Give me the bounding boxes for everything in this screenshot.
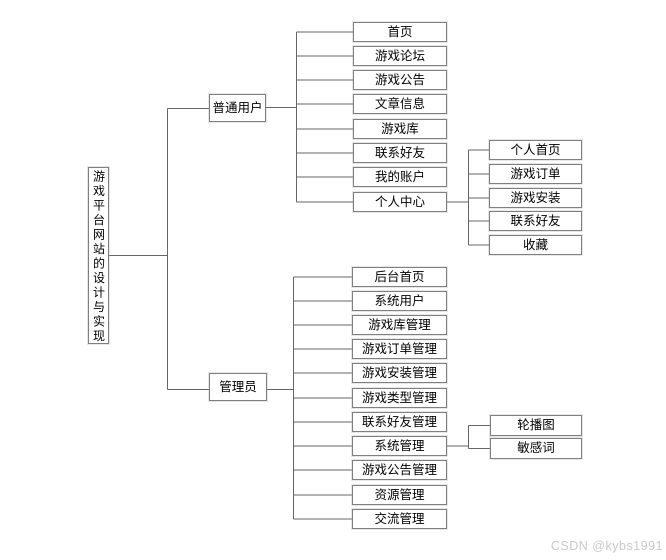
node-personal-home: 个人首页 <box>489 140 582 160</box>
node-carousel: 轮播图 <box>490 415 582 436</box>
node-resource-mgmt: 资源管理 <box>352 485 447 505</box>
node-system-mgmt: 系统管理 <box>352 436 447 456</box>
node-contact-friends-personal: 联系好友 <box>489 211 582 231</box>
node-sensitive-words: 敏感词 <box>490 438 582 459</box>
node-personal-center: 个人中心 <box>353 192 447 212</box>
node-home: 首页 <box>353 22 447 42</box>
node-game-announcement: 游戏公告 <box>353 70 447 90</box>
node-my-account: 我的账户 <box>353 167 447 187</box>
node-contact-friends: 联系好友 <box>353 143 447 163</box>
node-favorites: 收藏 <box>489 235 582 255</box>
node-branch-regular-user: 普通用户 <box>209 94 266 122</box>
node-backend-home: 后台首页 <box>352 267 447 287</box>
node-article-info: 文章信息 <box>353 94 447 114</box>
node-game-announcement-mgmt: 游戏公告管理 <box>352 460 447 480</box>
node-game-install: 游戏安装 <box>489 188 582 208</box>
node-branch-admin: 管理员 <box>209 373 267 401</box>
node-game-type-mgmt: 游戏类型管理 <box>352 388 447 408</box>
node-game-library: 游戏库 <box>353 119 447 139</box>
node-contact-friends-mgmt: 联系好友管理 <box>352 412 447 432</box>
csdn-watermark: CSDN @kybs1991 <box>550 539 663 553</box>
node-root-title: 游戏平台网站的设计与实现 <box>88 167 109 344</box>
node-game-forum: 游戏论坛 <box>353 46 447 66</box>
node-game-install-mgmt: 游戏安装管理 <box>352 363 447 383</box>
node-game-library-mgmt: 游戏库管理 <box>352 315 447 335</box>
node-communication-mgmt: 交流管理 <box>352 509 447 529</box>
node-game-orders: 游戏订单 <box>489 164 582 184</box>
node-system-users: 系统用户 <box>352 291 447 311</box>
node-game-order-mgmt: 游戏订单管理 <box>352 339 447 359</box>
